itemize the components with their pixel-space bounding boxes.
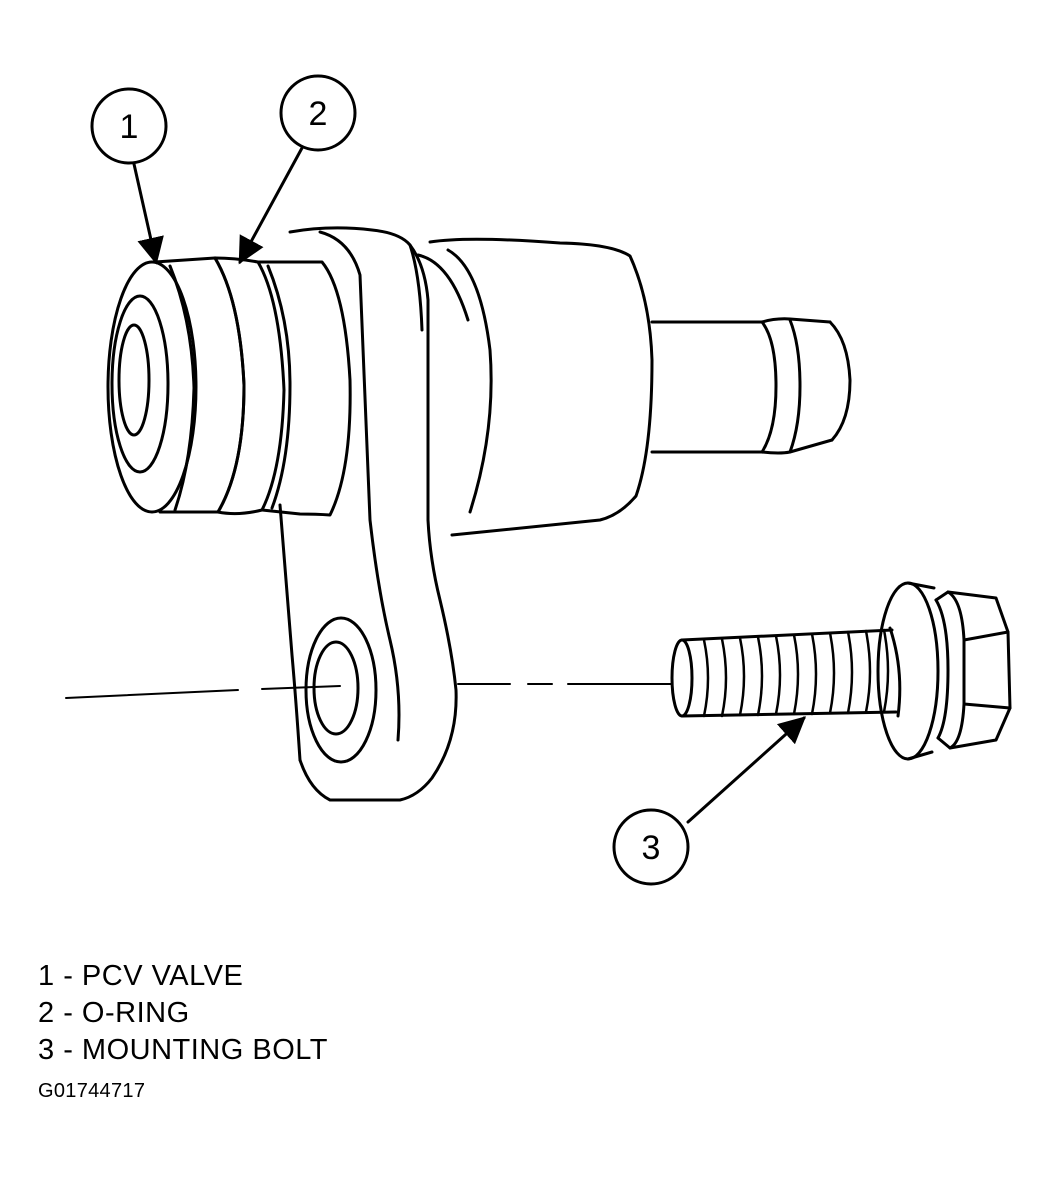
callout-2-number: 2 — [309, 95, 328, 133]
legend-item: 1 - PCV VALVE — [38, 960, 244, 992]
legend-item-number: 3 — [38, 1034, 55, 1066]
callout-1-arrow — [132, 162, 164, 265]
mounting-bolt — [670, 581, 1012, 761]
parts-legend: 1 - PCV VALVE 2 - O-RING 3 - MOUNTING BO… — [38, 958, 328, 1069]
legend-item-number: 1 — [38, 960, 55, 992]
mounting-centerline — [65, 683, 673, 699]
legend-item-label: PCV VALVE — [81, 960, 244, 992]
legend-item: 3 - MOUNTING BOLT — [38, 1034, 328, 1066]
legend-item: 2 - O-RING — [38, 997, 190, 1029]
callout-1-number: 1 — [120, 108, 139, 146]
callout-3: 3 — [612, 808, 690, 886]
callout-2-arrow — [238, 146, 304, 265]
legend-item-label: O-RING — [81, 997, 190, 1029]
callout-3-number: 3 — [642, 829, 661, 867]
legend-item-number: 2 — [38, 997, 55, 1029]
callout-3-arrow — [686, 716, 807, 824]
legend-item-label: MOUNTING BOLT — [81, 1034, 328, 1066]
figure-id: G01744717 — [38, 1080, 146, 1102]
callout-1: 1 — [90, 87, 168, 165]
callout-2: 2 — [279, 74, 357, 152]
